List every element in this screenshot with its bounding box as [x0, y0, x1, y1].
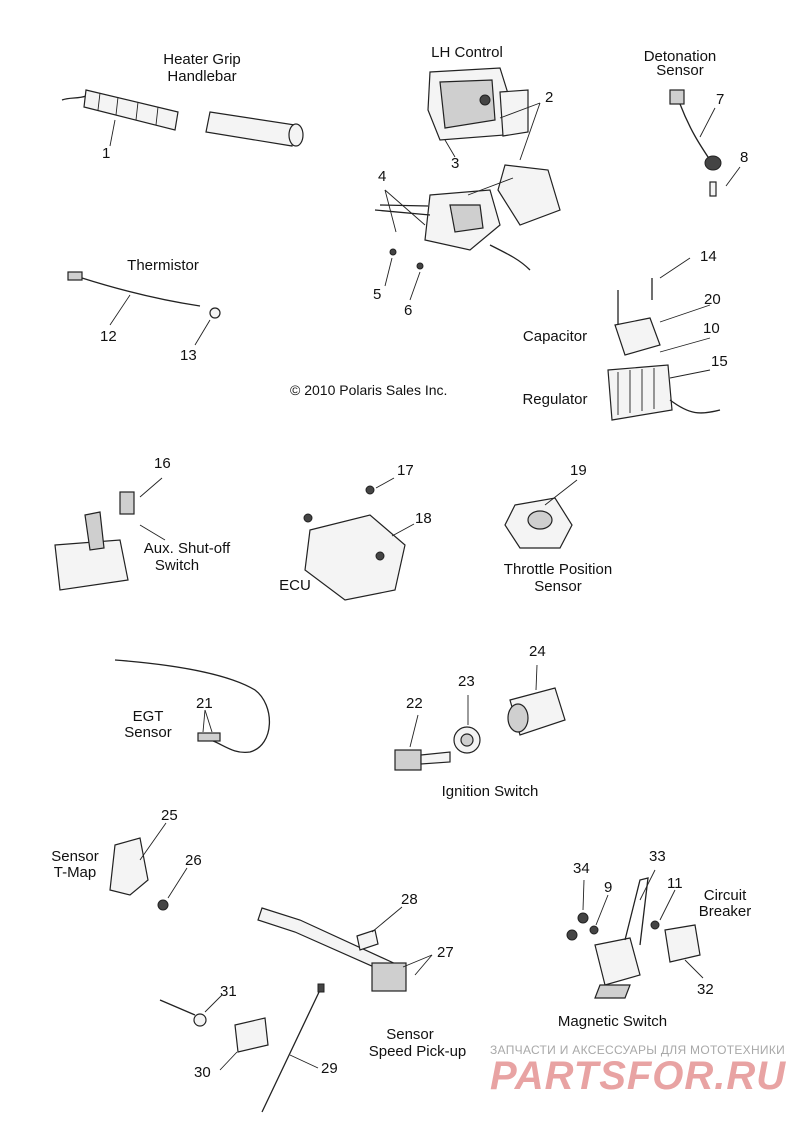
aux-switch-label: Switch	[154, 557, 200, 574]
handlebar-label: Handlebar	[167, 68, 237, 85]
callout-13: 13	[180, 347, 197, 364]
callout-34: 34	[573, 860, 590, 877]
lh-control-inset	[427, 67, 529, 158]
watermark-tagline: ЗАПЧАСТИ И АКСЕССУАРЫ ДЛЯ МОТОТЕХНИКИ	[490, 1043, 786, 1057]
regulator-label: Regulator	[522, 391, 588, 408]
throttle-position-sensor-part	[504, 479, 578, 549]
detonation-sensor-part	[669, 89, 741, 197]
detonation-sensor-label: Sensor	[656, 62, 704, 79]
egt-sensor-part	[114, 659, 271, 753]
callout-20: 20	[704, 291, 721, 308]
callout-9: 9	[604, 879, 613, 896]
callout-27: 27	[437, 944, 454, 961]
ignition-switch-part	[394, 664, 566, 771]
callout-29: 29	[321, 1060, 338, 1077]
magnetic-switch-part	[566, 869, 704, 999]
callout-33: 33	[649, 848, 666, 865]
callout-8: 8	[740, 149, 749, 166]
aux-shutoff-switch-part	[54, 477, 166, 591]
small-parts-29-31	[159, 983, 325, 1113]
thermistor-label: Thermistor	[127, 257, 199, 274]
tmap-sensor-part	[109, 822, 188, 911]
callout-22: 22	[406, 695, 423, 712]
callout-18: 18	[415, 510, 432, 527]
callout-26: 26	[185, 852, 202, 869]
callout-12: 12	[100, 328, 117, 345]
throttle-position-label: Throttle Position	[503, 561, 613, 578]
callout-1: 1	[102, 145, 111, 162]
callout-31: 31	[220, 983, 237, 1000]
speed-pickup-part	[257, 906, 433, 992]
ecu-part	[303, 477, 415, 601]
callout-4: 4	[378, 168, 387, 185]
callout-15: 15	[711, 353, 728, 370]
callout-24: 24	[529, 643, 546, 660]
speed-pickup-label: Speed Pick-up	[368, 1043, 467, 1060]
aux-shutoff-label: Aux. Shut-off	[143, 540, 231, 557]
callout-2: 2	[545, 89, 554, 106]
thermistor-part	[67, 271, 221, 346]
callout-19: 19	[570, 462, 587, 479]
callout-10: 10	[703, 320, 720, 337]
callout-25: 25	[161, 807, 178, 824]
egt-label: EGT	[132, 708, 164, 725]
egt-sensor-label: Sensor	[124, 724, 172, 741]
heater-grip-label: Heater Grip	[163, 51, 241, 68]
lh-control-label: LH Control	[431, 44, 503, 61]
callout-32: 32	[697, 981, 714, 998]
callout-14: 14	[700, 248, 717, 265]
capacitor-regulator-part	[607, 257, 721, 421]
callout-30: 30	[194, 1064, 211, 1081]
lh-control-assembly	[374, 102, 561, 301]
detonation-label: Detonation	[643, 48, 717, 65]
callout-16: 16	[154, 455, 171, 472]
callout-23: 23	[458, 673, 475, 690]
breaker-label: Breaker	[698, 903, 752, 920]
heater-grip-part	[61, 89, 304, 147]
callout-11: 11	[667, 875, 683, 892]
watermark-logo: PARTSFOR.RU	[490, 1054, 787, 1098]
callout-5: 5	[373, 286, 382, 303]
copyright-notice: © 2010 Polaris Sales Inc.	[290, 382, 448, 398]
callout-3: 3	[451, 155, 460, 172]
tmap-label: T-Map	[53, 864, 97, 881]
circuit-label: Circuit	[703, 887, 747, 904]
callout-17: 17	[397, 462, 414, 479]
callout-21: 21	[196, 695, 213, 712]
throttle-sensor-label: Sensor	[534, 578, 582, 595]
ecu-label: ECU	[279, 577, 311, 594]
callout-7: 7	[716, 91, 725, 108]
magnetic-switch-label: Magnetic Switch	[557, 1013, 668, 1030]
callout-6: 6	[404, 302, 413, 319]
tmap-sensor-label: Sensor	[51, 848, 99, 865]
ignition-switch-label: Ignition Switch	[441, 783, 539, 800]
speed-sensor-label: Sensor	[386, 1026, 434, 1043]
callout-28: 28	[401, 891, 418, 908]
capacitor-label: Capacitor	[522, 328, 588, 345]
